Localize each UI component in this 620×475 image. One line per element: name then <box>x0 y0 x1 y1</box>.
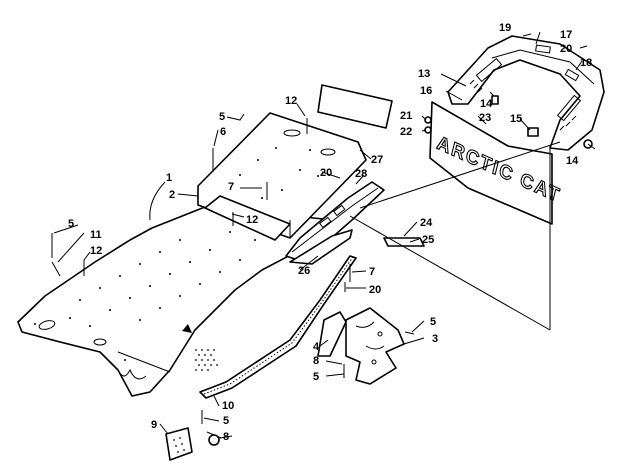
callout-16: 16 <box>420 85 432 97</box>
deck-rivets <box>34 231 256 361</box>
callout-2: 2 <box>169 189 175 201</box>
hardware <box>51 33 593 439</box>
callout-12: 12 <box>246 214 258 226</box>
callout-9: 9 <box>151 419 157 431</box>
callout-5: 5 <box>219 111 225 123</box>
callout-23: 23 <box>479 112 491 124</box>
leader-lines <box>53 31 596 439</box>
callout-5: 5 <box>223 415 229 427</box>
callout-22: 22 <box>400 126 412 138</box>
callout-21: 21 <box>400 110 412 122</box>
callout-6: 6 <box>220 126 226 138</box>
callout-7: 7 <box>369 266 375 278</box>
callout-7: 7 <box>228 181 234 193</box>
callout-11: 11 <box>90 229 102 241</box>
flap-panel <box>317 84 393 129</box>
mounting-bracket <box>317 307 405 385</box>
callout-19: 19 <box>499 22 511 34</box>
callout-14: 14 <box>566 155 579 167</box>
callout-15: 15 <box>510 113 522 125</box>
callout-5: 5 <box>313 371 319 383</box>
callout-5: 5 <box>430 316 436 328</box>
callout-5: 5 <box>68 218 74 230</box>
callout-20: 20 <box>369 284 381 296</box>
deck-grip-pattern <box>195 349 218 371</box>
mounting-plate <box>204 195 291 241</box>
callout-25: 25 <box>422 234 434 246</box>
callout-4: 4 <box>313 341 320 353</box>
callout-14: 14 <box>480 98 493 110</box>
callout-24: 24 <box>420 217 433 229</box>
callout-labels: 1 2 5 6 7 12 12 5 11 12 27 28 20 24 25 2… <box>68 22 592 443</box>
callout-27: 27 <box>371 154 383 166</box>
callout-18: 18 <box>580 57 592 69</box>
callout-12: 12 <box>90 245 102 257</box>
callout-8: 8 <box>223 431 229 443</box>
callout-13: 13 <box>418 68 430 80</box>
callout-17: 17 <box>560 29 572 41</box>
callout-3: 3 <box>432 333 438 345</box>
callout-12: 12 <box>285 95 297 107</box>
side-rail-strip <box>199 255 357 399</box>
reflector-plate <box>165 427 220 461</box>
callout-10: 10 <box>222 400 234 412</box>
callout-1: 1 <box>166 172 172 184</box>
callout-20: 20 <box>320 167 332 179</box>
callout-20: 20 <box>560 43 572 55</box>
callout-26: 26 <box>298 265 310 277</box>
callout-28: 28 <box>355 168 367 180</box>
callout-8: 8 <box>313 355 319 367</box>
